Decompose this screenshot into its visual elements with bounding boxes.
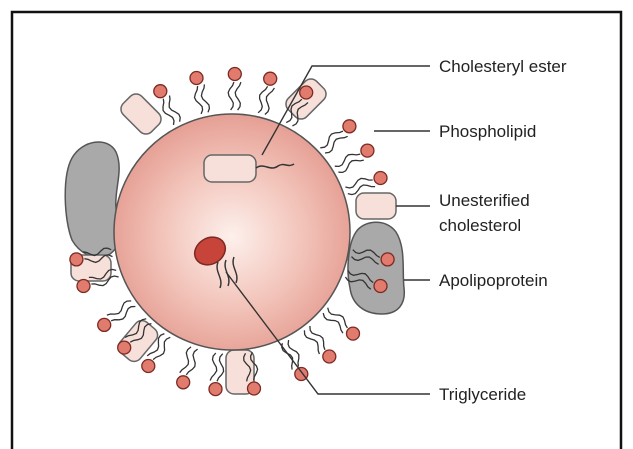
label-cholesterol: cholesterol <box>439 216 521 235</box>
label-cholesteryl-ester: Cholesteryl ester <box>439 57 567 76</box>
phospholipid-molecule <box>190 72 209 114</box>
lipoprotein-core <box>114 114 350 350</box>
phospholipid-molecule <box>345 172 387 195</box>
cholesterol-molecule <box>356 193 396 219</box>
label-apolipoprotein: Apolipoprotein <box>439 271 548 290</box>
apolipoprotein-right <box>348 222 404 314</box>
phospholipid-molecule <box>320 120 356 153</box>
phospholipid-molecule <box>304 326 335 363</box>
phospholipid-molecule <box>335 144 374 172</box>
phospholipid-molecule <box>209 353 224 396</box>
label-triglyceride: Triglyceride <box>439 385 526 404</box>
apolipoprotein-left <box>65 142 119 257</box>
phospholipid-molecule <box>228 68 241 111</box>
phospholipid-molecule <box>323 308 359 340</box>
phospholipid-molecule <box>98 301 136 332</box>
label-unesterified: Unesterified <box>439 191 530 210</box>
phospholipid-molecule <box>258 72 277 114</box>
phospholipid-molecule <box>177 347 198 389</box>
label-phospholipid: Phospholipid <box>439 122 536 141</box>
